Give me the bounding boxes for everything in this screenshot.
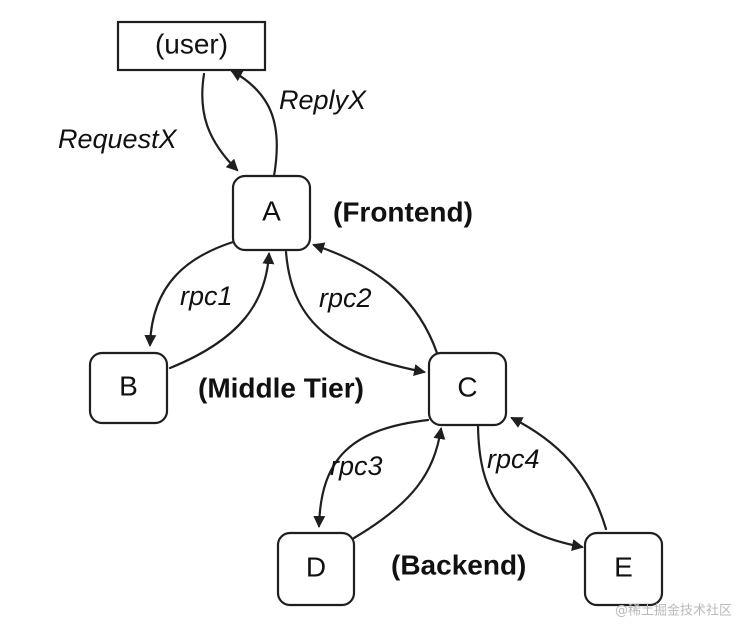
rpc2-return-arrow [312, 242, 439, 355]
rpc2-call-arrow [284, 250, 426, 376]
rpc1-label: rpc1 [180, 281, 233, 311]
user-node-label: (user) [155, 28, 228, 59]
rpc3-label: rpc3 [330, 451, 383, 481]
user-node: (user) [116, 20, 267, 72]
node-b-label: B [119, 370, 138, 401]
request-label: RequestX [58, 124, 178, 154]
node-e-label: E [614, 551, 633, 582]
reply-arrow [230, 69, 278, 178]
rpc3-call-arrow [313, 418, 430, 528]
rpc3-return-arrow [352, 427, 446, 540]
frontend-tier-label: (Frontend) [333, 196, 473, 227]
node-d-label: D [306, 551, 326, 582]
middle-node-c: C [427, 351, 508, 427]
backend-node-e: E [583, 531, 664, 607]
rpc2-label: rpc2 [319, 283, 372, 313]
middle-node-b: B [88, 351, 169, 425]
frontend-node-a: A [231, 174, 312, 252]
rpc1-return-arrow [168, 252, 275, 370]
rpc4-call-arrow [476, 423, 584, 551]
node-a-label: A [262, 195, 281, 226]
rpc4-return-arrow [510, 416, 608, 531]
rpc1-call-arrow [144, 240, 235, 347]
request-arrow [201, 72, 239, 172]
middle-tier-label: (Middle Tier) [198, 372, 364, 403]
node-c-label: C [457, 371, 477, 402]
watermark-text: @稀土掘金技术社区 [615, 603, 732, 619]
rpc4-label: rpc4 [487, 444, 540, 474]
backend-tier-label: (Backend) [391, 549, 526, 580]
reply-label: ReplyX [279, 85, 367, 115]
backend-node-d: D [276, 531, 356, 607]
